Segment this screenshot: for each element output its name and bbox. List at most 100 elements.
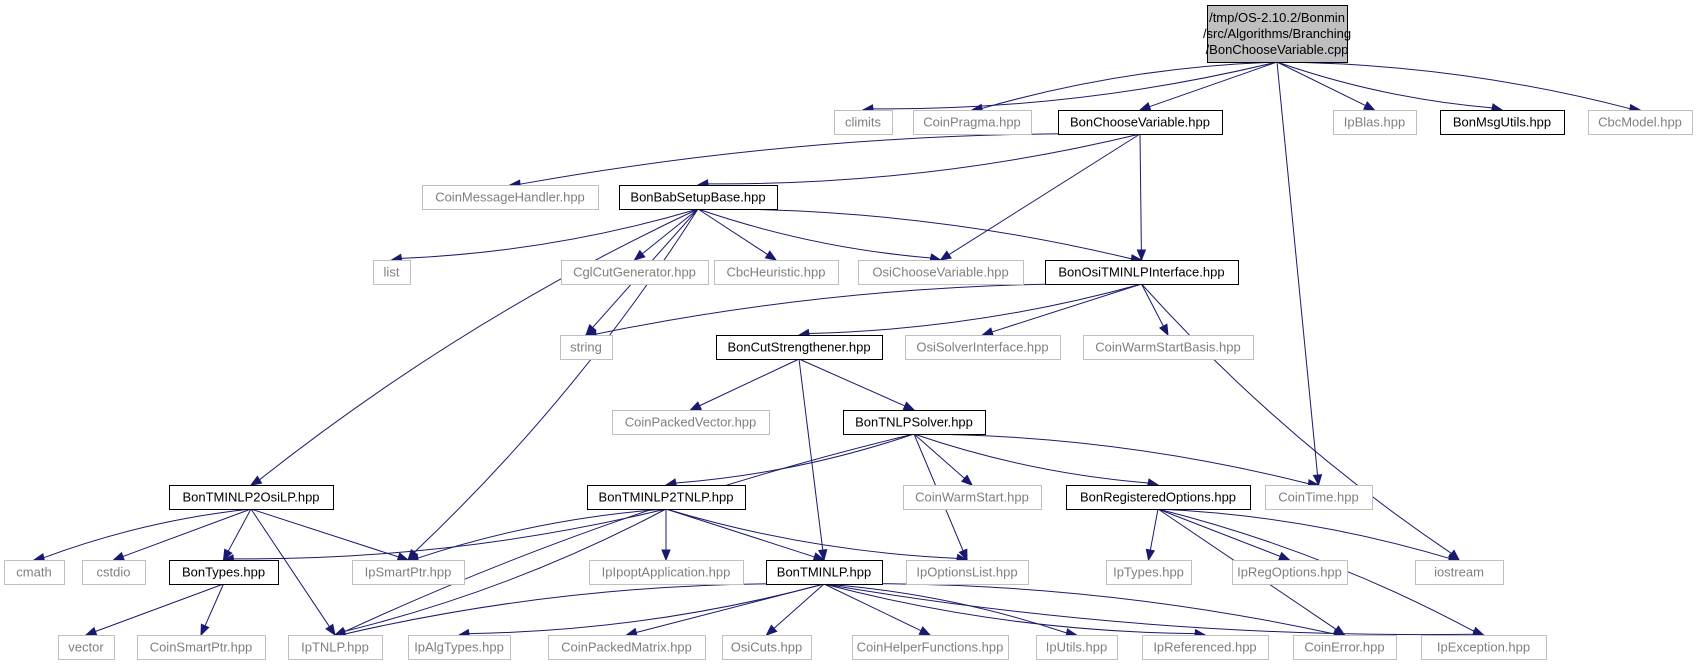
- node-label: CoinWarmStart.hpp: [915, 490, 1029, 505]
- node-box[interactable]: [587, 485, 746, 510]
- node-bon-tminlp2-tnlp[interactable]: BonTMINLP2TNLP.hpp: [587, 485, 746, 510]
- node-coin-packed-matrix: CoinPackedMatrix.hpp: [548, 635, 706, 660]
- edge-bon-tminlp-to-coin-helper-functions: [823, 583, 932, 636]
- node-label: string: [570, 340, 602, 355]
- edge-bon-tminlp2-osi-lp-to-cmath: [32, 508, 252, 563]
- edge-bon-tminlp2-tnlp-to-ip-ipopt-application: [661, 508, 671, 562]
- node-bon-bab-setup-base[interactable]: BonBabSetupBase.hpp: [619, 185, 778, 210]
- edge-bon-tnlpsolver-to-coin-warm-start: [913, 433, 974, 486]
- node-box[interactable]: [716, 335, 883, 360]
- node-box: [422, 185, 599, 210]
- node-label: /tmp/OS-2.10.2/Bonmin: [1209, 10, 1345, 25]
- node-box: [589, 560, 744, 585]
- edge-bon-cut-strengthener-to-bon-tminlp: [798, 358, 828, 562]
- node-ip-options-list: IpOptionsList.hpp: [906, 560, 1029, 585]
- node-box[interactable]: [1058, 110, 1223, 135]
- edge-bon-tminlp2-osi-lp-to-ip-tnlp: [250, 508, 336, 637]
- node-box: [408, 635, 511, 660]
- edge-bon-choose-variable-to-bon-osi-tminlpinterface: [1136, 133, 1147, 262]
- edge-bon-registered-options-to-ip-reg-options: [1157, 508, 1291, 561]
- node-label: BonTMINLP.hpp: [777, 565, 871, 580]
- node-bon-choose-variable[interactable]: BonChooseVariable.hpp: [1058, 110, 1223, 135]
- node-bon-osi-tminlpinterface[interactable]: BonOsiTMINLPInterface.hpp: [1045, 260, 1239, 285]
- node-box[interactable]: [843, 410, 986, 435]
- node-box: [834, 110, 893, 135]
- edge-root-to-ip-blas: [1276, 61, 1376, 111]
- node-box: [1232, 560, 1348, 585]
- node-box: [548, 635, 706, 660]
- node-box[interactable]: [766, 560, 883, 585]
- node-bon-tminlp2-osi-lp[interactable]: BonTMINLP2OsiLP.hpp: [169, 485, 334, 510]
- node-box[interactable]: [1207, 5, 1348, 63]
- node-box[interactable]: [619, 185, 778, 210]
- node-label: CoinPragma.hpp: [923, 115, 1021, 130]
- node-box[interactable]: [1045, 260, 1239, 285]
- node-box: [373, 260, 411, 285]
- node-label: BonBabSetupBase.hpp: [630, 190, 765, 205]
- edge-root-to-climits: [861, 61, 1278, 114]
- node-box: [858, 260, 1024, 285]
- node-box: [561, 260, 709, 285]
- node-label: IpBlas.hpp: [1344, 115, 1405, 130]
- node-box: [560, 335, 613, 360]
- node-bon-msg-utils[interactable]: BonMsgUtils.hpp: [1440, 110, 1565, 135]
- node-box: [1333, 110, 1417, 135]
- node-box[interactable]: [1066, 485, 1251, 510]
- node-coin-message-handler: CoinMessageHandler.hpp: [422, 185, 599, 210]
- node-bon-cut-strengthener[interactable]: BonCutStrengthener.hpp: [716, 335, 883, 360]
- node-root[interactable]: /tmp/OS-2.10.2/Bonmin/src/Algorithms/Bra…: [1203, 5, 1351, 63]
- node-cgl-cut-generator: CglCutGenerator.hpp: [561, 260, 709, 285]
- edge-root-to-coin-pragma: [970, 61, 1278, 114]
- edge-bon-osi-tminlpinterface-to-osi-solver-interface: [981, 283, 1142, 337]
- node-ip-reg-options: IpRegOptions.hpp: [1232, 560, 1348, 585]
- node-box: [905, 335, 1061, 360]
- node-box: [137, 635, 266, 660]
- edge-bon-bab-setup-base-to-list: [390, 208, 699, 263]
- node-box: [714, 260, 839, 285]
- node-box: [288, 635, 383, 660]
- node-label: BonTMINLP2TNLP.hpp: [599, 490, 734, 505]
- edge-bon-bab-setup-base-to-cbc-heuristic: [697, 208, 778, 261]
- node-label: IpReferenced.hpp: [1153, 640, 1256, 655]
- node-box: [58, 635, 115, 660]
- node-box: [906, 560, 1029, 585]
- node-ip-tnlp: IpTNLP.hpp: [288, 635, 383, 660]
- node-coin-time: CoinTime.hpp: [1265, 485, 1373, 510]
- node-bon-tnlpsolver[interactable]: BonTNLPSolver.hpp: [843, 410, 986, 435]
- node-bon-tminlp[interactable]: BonTMINLP.hpp: [766, 560, 883, 585]
- edge-bon-tminlp-to-osi-cuts: [765, 583, 825, 636]
- nodes-layer: /tmp/OS-2.10.2/Bonmin/src/Algorithms/Bra…: [4, 5, 1693, 660]
- edges-layer: [32, 61, 1642, 639]
- node-label: IpTNLP.hpp: [301, 640, 369, 655]
- edge-bon-tminlp2-tnlp-to-bon-tminlp: [665, 508, 826, 562]
- node-label: vector: [68, 640, 104, 655]
- node-osi-solver-interface: OsiSolverInterface.hpp: [905, 335, 1061, 360]
- node-box: [722, 635, 812, 660]
- edge-root-to-bon-msg-utils: [1276, 61, 1504, 113]
- node-box[interactable]: [1440, 110, 1565, 135]
- node-box: [1265, 485, 1373, 510]
- node-bon-types[interactable]: BonTypes.hpp: [169, 560, 279, 585]
- node-box[interactable]: [169, 560, 279, 585]
- edge-bon-choose-variable-to-coin-message-handler: [508, 133, 1141, 189]
- node-box: [1142, 635, 1269, 660]
- node-label: CglCutGenerator.hpp: [573, 265, 696, 280]
- edge-bon-tminlp-to-ip-utils: [823, 583, 1078, 638]
- node-box[interactable]: [169, 485, 334, 510]
- node-label: list: [384, 265, 400, 280]
- node-box: [903, 485, 1042, 510]
- node-cbc-model: CbcModel.hpp: [1588, 110, 1693, 135]
- node-label: BonMsgUtils.hpp: [1453, 115, 1551, 130]
- node-label: climits: [845, 115, 882, 130]
- node-box: [852, 635, 1009, 660]
- node-label: CbcHeuristic.hpp: [727, 265, 826, 280]
- node-label: BonOsiTMINLPInterface.hpp: [1058, 265, 1224, 280]
- node-iostream: iostream: [1415, 560, 1504, 585]
- node-ip-exception: IpException.hpp: [1421, 635, 1547, 660]
- node-label: BonTNLPSolver.hpp: [855, 415, 973, 430]
- edge-bon-tminlp-to-ip-tnlp: [333, 583, 825, 639]
- node-label: cmath: [16, 565, 51, 580]
- node-label: /src/Algorithms/Branching: [1203, 26, 1351, 41]
- node-bon-registered-options[interactable]: BonRegisteredOptions.hpp: [1066, 485, 1251, 510]
- node-coin-warm-start-basis: CoinWarmStartBasis.hpp: [1083, 335, 1254, 360]
